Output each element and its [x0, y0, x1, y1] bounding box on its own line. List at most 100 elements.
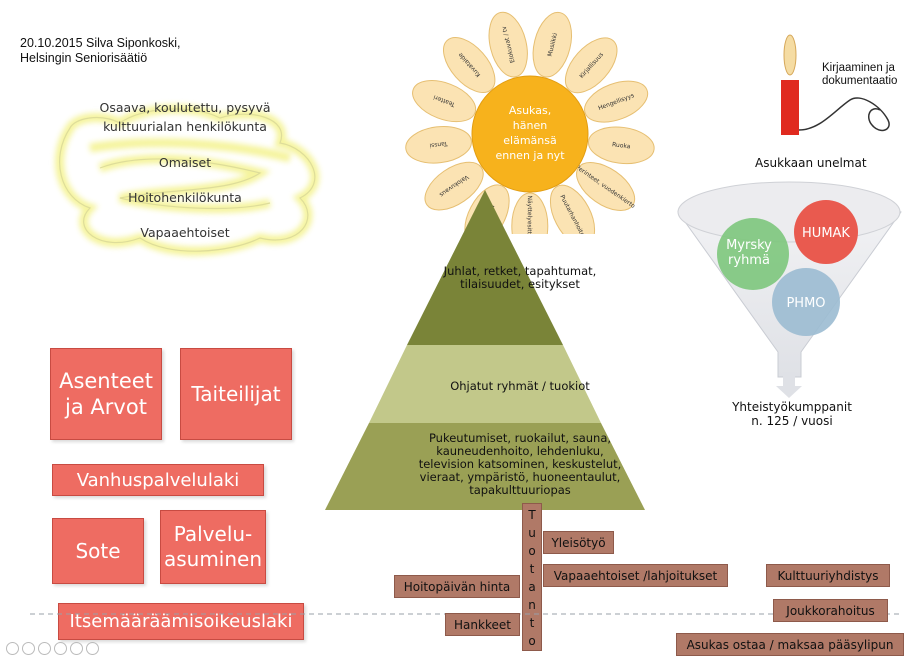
author-date-name: 20.10.2015 Silva Siponkoski, — [20, 36, 181, 50]
slides-overview-button[interactable] — [54, 642, 67, 655]
petal: Musiikki — [532, 11, 573, 78]
activity-pyramid — [325, 190, 645, 510]
petal: Näyttelyesittäminen — [511, 192, 549, 234]
petal-shape — [488, 11, 528, 78]
flame-icon — [783, 34, 797, 76]
projects-box: Hankkeet — [445, 613, 520, 636]
documentation-label-line1: Kirjaaminen ja — [822, 62, 895, 74]
trunk-letter: n — [528, 598, 536, 612]
sote-box: Sote — [52, 518, 144, 584]
pyramid-bottom-line1: Pukeutumiset, ruokailut, sauna, — [428, 431, 612, 445]
pyramid-bottom-line5: tapakulttuuriopas — [469, 483, 571, 497]
phmo-label: PHMO — [786, 296, 825, 311]
artists-box: Taiteilijat — [180, 348, 292, 440]
documentation-label: Kirjaaminen ja dokumentaatio — [822, 62, 897, 88]
partners-label-line1: Yhteistyökumppanit — [732, 400, 852, 414]
petal: Hengellisyys — [584, 80, 649, 123]
care-staff-text: Hoitohenkilökunta — [128, 190, 242, 205]
volunteers-text: Vapaaehtoiset — [140, 225, 230, 240]
service-line2: asuminen — [163, 547, 263, 571]
petal-shape — [576, 162, 636, 211]
attitudes-line1: Asenteet — [59, 369, 153, 393]
petal-shape — [532, 11, 573, 78]
pyramid-bottom-line2: kauneudenhoito, lehdenluku, — [436, 444, 604, 458]
trunk-letter: T — [528, 508, 536, 522]
partners-label: Yhteistyökumppanit n. 125 / vuosi — [728, 400, 856, 428]
petal: Valokuvaus — [424, 161, 484, 211]
pencil-body — [781, 80, 799, 135]
cultural-staff-line2: kulttuurialan henkilökunta — [103, 119, 267, 134]
care-day-price-box: Hoitopäivän hinta — [394, 575, 520, 598]
petal-shape — [564, 37, 618, 94]
zoom-button[interactable] — [70, 642, 83, 655]
petal-shape — [584, 80, 649, 123]
crowdfunding-box: Joukkorahoitus — [773, 599, 888, 622]
partners-label-line2: n. 125 / vuosi — [751, 414, 833, 428]
petal: Kirjallisuus — [564, 37, 618, 94]
previous-slide-button[interactable] — [6, 642, 19, 655]
trunk-letter: t — [529, 562, 535, 576]
myrsky-circle — [717, 218, 789, 290]
pyramid-top-text: Juhlat, retket, tapahtumat, tilaisuudet,… — [415, 265, 625, 291]
petal: Puutarhanhoito — [549, 184, 596, 234]
pencil-illustration — [781, 34, 890, 135]
petal-label: Näyttelyesittäminen — [526, 195, 533, 234]
ryhma-label: ryhmä — [728, 253, 770, 268]
pyramid-top-line1: Juhlat, retket, tapahtumat, — [443, 264, 597, 278]
humak-label: HUMAK — [802, 226, 850, 241]
trunk-letter: o — [528, 544, 536, 558]
staff-glow-cloud — [55, 104, 320, 256]
myrsky-label: Myrsky — [726, 238, 772, 253]
trunk-letter: o — [528, 634, 536, 648]
pyramid-top-line2: tilaisuudet, esitykset — [460, 277, 580, 291]
center-line4: ennen ja nyt — [495, 149, 565, 162]
petal-label: Ruoka — [612, 141, 631, 150]
center-line3: elämänsä — [503, 134, 556, 147]
pyramid-middle-text: Ohjatut ryhmät / tuokiot — [450, 379, 590, 393]
author-info: 20.10.2015 Silva Siponkoski, Helsingin S… — [20, 36, 181, 66]
petal-shape — [511, 192, 549, 234]
petal-label: Tanssi — [429, 140, 449, 149]
elderly-services-law-box: Vanhuspalvelulaki — [52, 464, 264, 496]
cultural-staff-text: Osaava, koulutettu, pysyvä kulttuurialan… — [60, 100, 310, 134]
author-organization: Helsingin Seniorisäätiö — [20, 51, 148, 65]
documentation-label-line2: dokumentaatio — [822, 75, 898, 87]
petal: Ruoka — [587, 126, 655, 165]
petal-shape — [405, 126, 472, 164]
phmo-circle — [772, 268, 840, 336]
more-options-button[interactable] — [86, 642, 99, 655]
relatives-text: Omaiset — [158, 155, 212, 170]
service-housing-box: Palvelu- asuminen — [160, 510, 266, 584]
pyramid-bottom-level — [325, 423, 645, 510]
humak-circle — [794, 200, 858, 264]
trunk-letter: t — [529, 616, 535, 630]
flower-center — [471, 75, 589, 193]
attitudes-line2: ja Arvot — [65, 395, 147, 419]
public-work-box: Yleisötyö — [543, 531, 614, 554]
petal: Kuvataide — [443, 37, 496, 93]
funnel-arrow-head — [776, 386, 802, 398]
pyramid-middle-level — [369, 345, 601, 423]
petal-shape — [443, 37, 496, 93]
pyramid-top-level — [407, 190, 563, 345]
petal: Tanssi — [405, 126, 472, 164]
pyramid-bottom-text: Pukeutumiset, ruokailut, sauna, kauneude… — [380, 432, 660, 497]
petal: Teatteri — [412, 80, 477, 123]
culture-associations-box: Kulttuuriyhdistys — [766, 564, 890, 587]
cultural-staff-line1: Osaava, koulutettu, pysyvä — [99, 100, 271, 115]
trunk-letter: a — [528, 580, 536, 594]
flower-center-text: Asukas, hänen elämänsä ennen ja nyt — [495, 104, 565, 162]
pyramid-bottom-line3: television katsominen, keskustelut, — [418, 457, 622, 471]
pen-tool-button[interactable] — [38, 642, 51, 655]
petal: Elokuvat / tv — [488, 11, 528, 78]
attitudes-values-box: Asenteet ja Arvot — [50, 348, 162, 440]
scribble-line — [798, 97, 890, 132]
center-line2: hänen — [513, 119, 547, 132]
petal-shape — [412, 80, 477, 123]
next-slide-button[interactable] — [22, 642, 35, 655]
partners-funnel: Myrsky ryhmä HUMAK PHMO — [677, 181, 902, 398]
service-line1: Palvelu- — [173, 522, 253, 546]
resident-ticket-box: Asukas ostaa / maksaa pääsylipun — [676, 633, 904, 656]
